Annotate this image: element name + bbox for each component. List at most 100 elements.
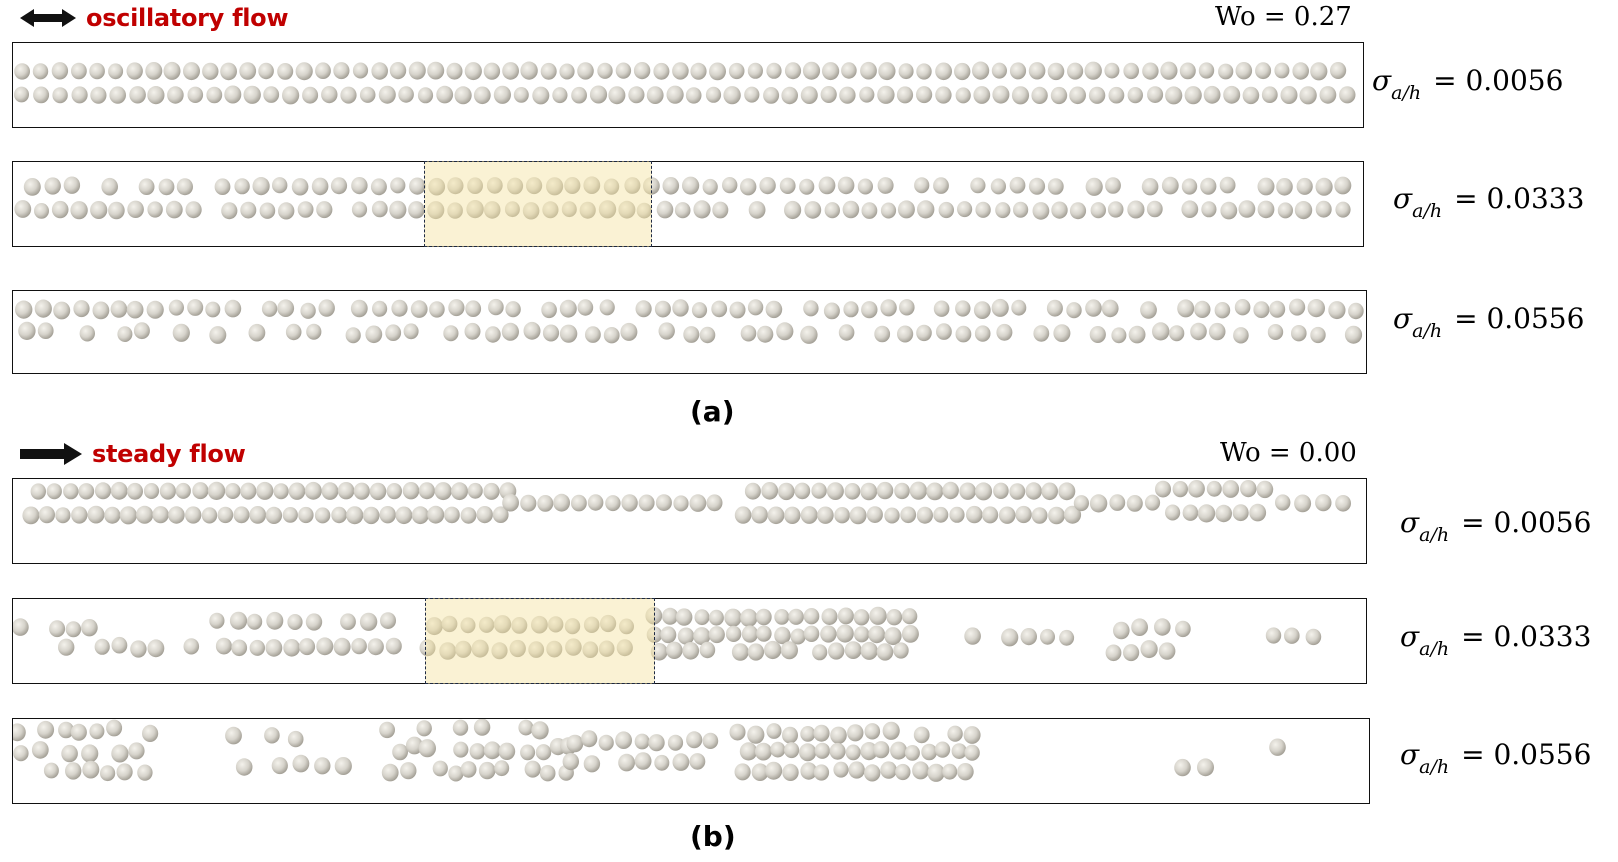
particle xyxy=(784,200,802,220)
particle xyxy=(974,325,991,342)
particle xyxy=(502,62,519,80)
particle xyxy=(913,726,930,744)
particle xyxy=(552,87,568,104)
particle xyxy=(1101,299,1119,318)
particle xyxy=(1284,627,1300,644)
particle xyxy=(1257,177,1275,196)
particle xyxy=(261,300,278,317)
particle xyxy=(722,177,738,194)
particle xyxy=(766,62,782,79)
particle xyxy=(844,483,861,500)
particle xyxy=(365,325,383,344)
particle xyxy=(654,754,670,771)
particle xyxy=(448,765,464,782)
particle xyxy=(460,761,477,778)
particle xyxy=(306,323,322,340)
particle xyxy=(273,483,289,500)
particle xyxy=(621,494,638,512)
particle xyxy=(127,200,144,218)
particle xyxy=(747,725,765,744)
particle xyxy=(598,200,617,219)
particle xyxy=(1177,299,1195,318)
particle xyxy=(818,176,836,195)
particle xyxy=(685,87,702,104)
particle xyxy=(1033,325,1050,342)
particle xyxy=(1127,87,1144,104)
particle xyxy=(117,326,133,342)
particle xyxy=(767,506,785,525)
particle xyxy=(540,62,557,80)
particle xyxy=(427,505,445,524)
particle xyxy=(799,178,815,195)
particle xyxy=(147,86,165,105)
particle xyxy=(183,638,200,655)
particle xyxy=(765,300,783,319)
panel-b-header: steady flow xyxy=(20,440,246,468)
particle xyxy=(130,640,147,658)
particle xyxy=(1066,302,1082,319)
particle xyxy=(127,482,143,500)
particle xyxy=(87,505,105,524)
particle xyxy=(51,200,69,219)
wo-label-a: Wo = 0.27 xyxy=(1215,2,1352,32)
particle xyxy=(13,618,29,636)
particle xyxy=(1188,480,1205,498)
particle xyxy=(1232,504,1249,522)
particle xyxy=(65,621,82,638)
particle xyxy=(505,301,521,318)
particle xyxy=(100,765,116,782)
particle xyxy=(1235,62,1253,80)
particle xyxy=(873,741,890,759)
particle xyxy=(660,626,677,644)
particle xyxy=(1084,61,1102,80)
particle xyxy=(111,636,128,654)
particle xyxy=(635,300,652,318)
particle xyxy=(192,482,209,500)
particle xyxy=(1032,202,1050,220)
particle xyxy=(1053,324,1071,342)
particle xyxy=(277,299,295,317)
particle xyxy=(369,482,387,501)
particle xyxy=(860,482,878,501)
particle xyxy=(304,481,322,500)
particle xyxy=(507,177,524,195)
particle xyxy=(702,178,718,195)
particle xyxy=(136,505,154,524)
particle xyxy=(636,202,652,219)
particle xyxy=(799,743,817,762)
particle xyxy=(392,743,408,761)
particle xyxy=(1200,177,1217,195)
particle xyxy=(501,322,519,341)
particle xyxy=(784,506,801,524)
particle xyxy=(71,506,88,524)
particle xyxy=(31,741,49,759)
particle xyxy=(686,731,703,749)
flow-label-steady: steady flow xyxy=(92,440,246,468)
particle xyxy=(585,326,601,343)
particle xyxy=(1315,494,1332,512)
particle xyxy=(933,300,950,317)
particle xyxy=(291,178,309,196)
particle xyxy=(215,637,232,655)
particle xyxy=(901,608,918,625)
particle xyxy=(1256,480,1274,499)
particle xyxy=(860,61,877,80)
particle xyxy=(1334,176,1352,195)
particle xyxy=(104,506,121,524)
particle xyxy=(55,507,71,524)
particle xyxy=(447,177,464,195)
particle xyxy=(650,643,668,661)
particle xyxy=(1280,86,1298,104)
particle xyxy=(379,721,395,739)
particle xyxy=(811,482,827,499)
particle xyxy=(1344,325,1363,344)
particle xyxy=(410,300,428,318)
particle xyxy=(951,743,967,759)
particle xyxy=(300,302,316,319)
particle xyxy=(14,63,30,80)
particle xyxy=(18,321,36,340)
particle xyxy=(391,299,408,317)
particle xyxy=(653,62,670,80)
particle xyxy=(866,506,883,523)
particle xyxy=(1041,482,1058,501)
